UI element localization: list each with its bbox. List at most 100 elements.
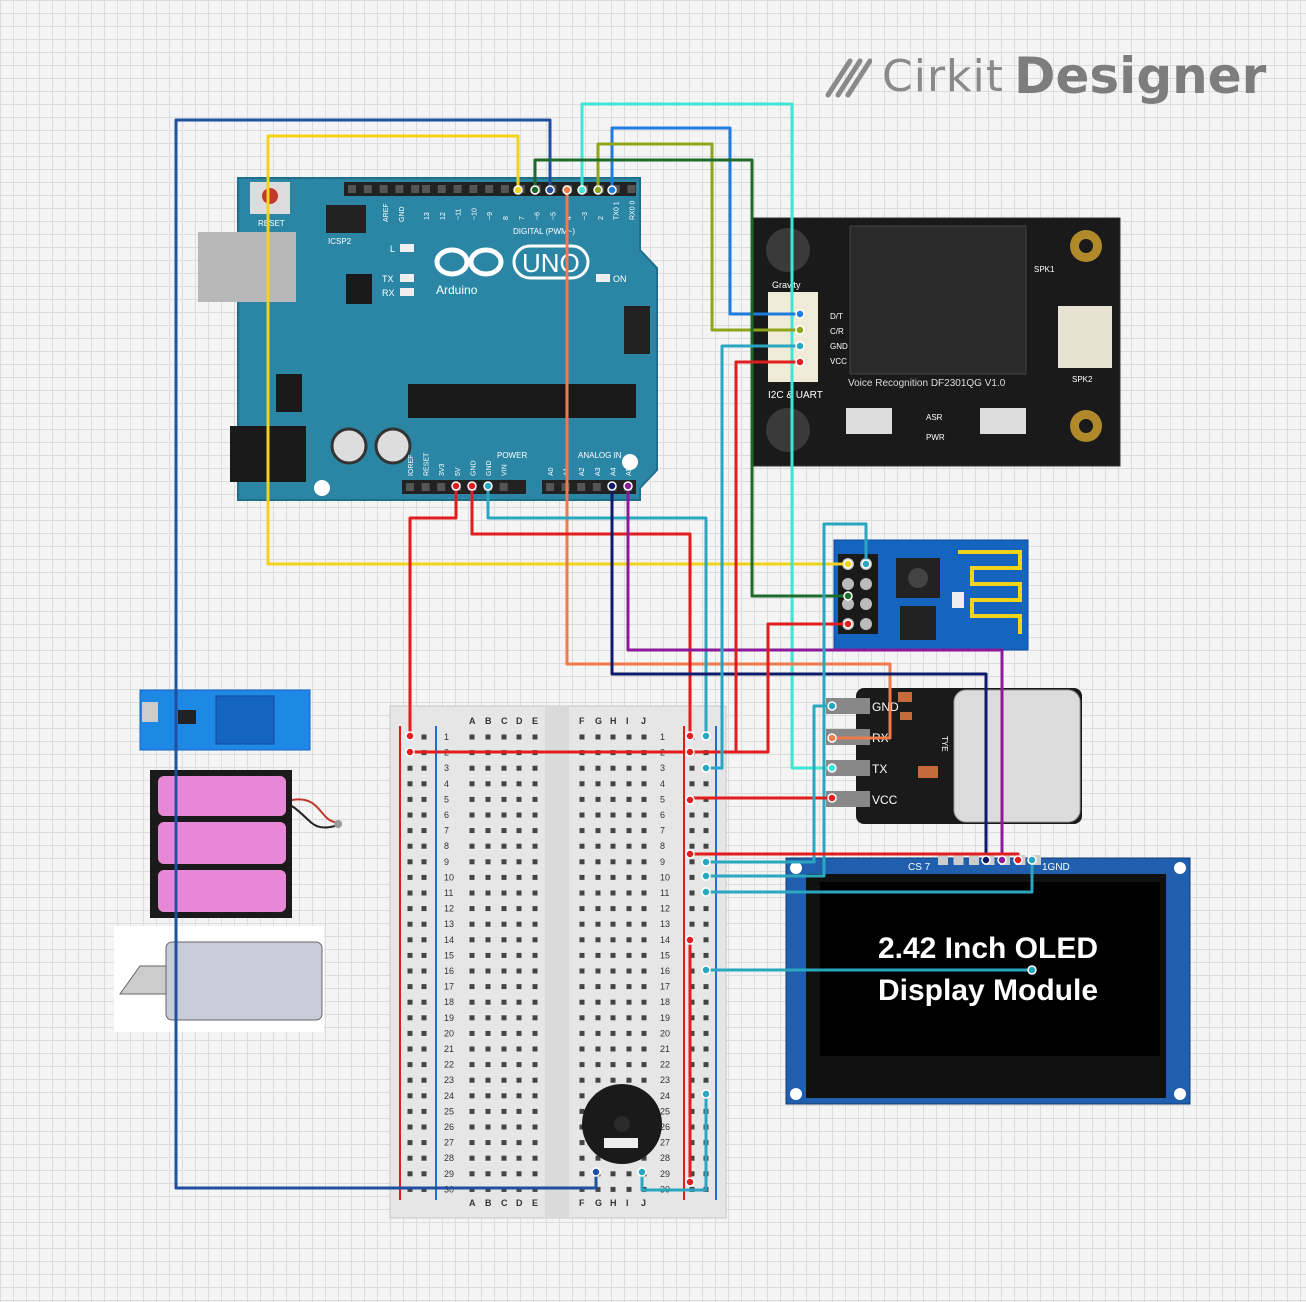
rail-hole[interactable] (421, 1077, 427, 1083)
esp-pin[interactable] (860, 578, 872, 590)
breadboard-hole[interactable] (610, 765, 616, 771)
breadboard-hole[interactable] (532, 859, 538, 865)
wire-endpoint[interactable] (405, 731, 415, 741)
rail-hole[interactable] (689, 1171, 695, 1177)
rail-hole[interactable] (421, 1108, 427, 1114)
breadboard-hole[interactable] (626, 734, 632, 740)
wire-endpoint[interactable] (795, 309, 805, 319)
breadboard-hole[interactable] (641, 1015, 647, 1021)
rail-hole[interactable] (703, 1077, 709, 1083)
breadboard-hole[interactable] (626, 999, 632, 1005)
breadboard-hole[interactable] (485, 906, 491, 912)
breadboard-hole[interactable] (485, 874, 491, 880)
rail-hole[interactable] (407, 952, 413, 958)
wire-endpoint[interactable] (593, 185, 603, 195)
breadboard-hole[interactable] (532, 890, 538, 896)
breadboard-hole[interactable] (516, 890, 522, 896)
rail-hole[interactable] (407, 1030, 413, 1036)
breadboard-hole[interactable] (516, 1155, 522, 1161)
breadboard-hole[interactable] (501, 874, 507, 880)
breadboard-hole[interactable] (610, 968, 616, 974)
rail-hole[interactable] (689, 999, 695, 1005)
wire-endpoint[interactable] (685, 849, 695, 859)
breadboard-hole[interactable] (501, 796, 507, 802)
breadboard-hole[interactable] (516, 734, 522, 740)
rail-hole[interactable] (407, 781, 413, 787)
rail-hole[interactable] (689, 812, 695, 818)
wire-endpoint[interactable] (545, 185, 555, 195)
wire-endpoint[interactable] (701, 965, 711, 975)
breadboard-hole[interactable] (469, 734, 475, 740)
rail-hole[interactable] (421, 1140, 427, 1146)
breadboard-hole[interactable] (532, 999, 538, 1005)
rail-hole[interactable] (407, 890, 413, 896)
breadboard-hole[interactable] (626, 1030, 632, 1036)
breadboard-hole[interactable] (610, 1171, 616, 1177)
breadboard-hole[interactable] (610, 952, 616, 958)
rail-hole[interactable] (689, 906, 695, 912)
wire-endpoint[interactable] (827, 701, 837, 711)
breadboard-hole[interactable] (501, 1015, 507, 1021)
wire-endpoint[interactable] (701, 763, 711, 773)
breadboard-hole[interactable] (532, 796, 538, 802)
breadboard-hole[interactable] (579, 781, 585, 787)
rail-hole[interactable] (407, 812, 413, 818)
breadboard-hole[interactable] (485, 1046, 491, 1052)
breadboard-hole[interactable] (641, 734, 647, 740)
wire-endpoint[interactable] (701, 887, 711, 897)
breadboard-hole[interactable] (485, 1140, 491, 1146)
breadboard-hole[interactable] (516, 952, 522, 958)
breadboard-hole[interactable] (579, 734, 585, 740)
rail-hole[interactable] (703, 1030, 709, 1036)
wire-endpoint[interactable] (1013, 855, 1023, 865)
breadboard-hole[interactable] (579, 1077, 585, 1083)
breadboard-hole[interactable] (610, 874, 616, 880)
analog-pin[interactable] (592, 483, 601, 491)
rail-hole[interactable] (703, 952, 709, 958)
breadboard-hole[interactable] (469, 1124, 475, 1130)
wire-yellow-esp-d7[interactable] (266, 134, 848, 566)
rail-hole[interactable] (421, 874, 427, 880)
breadboard-hole[interactable] (532, 1046, 538, 1052)
rail-hole[interactable] (407, 1155, 413, 1161)
breadboard-hole[interactable] (579, 843, 585, 849)
breadboard-hole[interactable] (595, 984, 601, 990)
rail-hole[interactable] (689, 890, 695, 896)
breadboard-hole[interactable] (610, 1186, 616, 1192)
breadboard-hole[interactable] (501, 765, 507, 771)
breadboard-hole[interactable] (595, 796, 601, 802)
breadboard-hole[interactable] (579, 921, 585, 927)
breadboard-hole[interactable] (641, 999, 647, 1005)
analog-pin[interactable] (577, 483, 586, 491)
breadboard-hole[interactable] (516, 937, 522, 943)
breadboard-hole[interactable] (626, 1077, 632, 1083)
wire-endpoint[interactable] (701, 871, 711, 881)
breadboard-hole[interactable] (485, 1155, 491, 1161)
breadboard-hole[interactable] (579, 1124, 585, 1130)
breadboard-hole[interactable] (469, 999, 475, 1005)
breadboard-hole[interactable] (626, 1186, 632, 1192)
rail-hole[interactable] (689, 1108, 695, 1114)
breadboard-hole[interactable] (485, 812, 491, 818)
breadboard-hole[interactable] (485, 1015, 491, 1021)
digital-pin[interactable] (501, 185, 509, 193)
breadboard-hole[interactable] (641, 968, 647, 974)
wire-endpoint[interactable] (827, 793, 837, 803)
wire-endpoint[interactable] (562, 185, 572, 195)
breadboard-hole[interactable] (610, 921, 616, 927)
breadboard-hole[interactable] (610, 781, 616, 787)
breadboard-hole[interactable] (485, 999, 491, 1005)
breadboard-hole[interactable] (595, 1030, 601, 1036)
rail-hole[interactable] (703, 921, 709, 927)
wire-navy-a4[interactable] (610, 486, 988, 860)
breadboard-hole[interactable] (579, 1030, 585, 1036)
power-pin[interactable] (499, 483, 508, 491)
breadboard-hole[interactable] (485, 1108, 491, 1114)
rail-hole[interactable] (421, 765, 427, 771)
rail-hole[interactable] (703, 781, 709, 787)
breadboard-hole[interactable] (641, 828, 647, 834)
breadboard-hole[interactable] (485, 984, 491, 990)
wire-endpoint[interactable] (981, 855, 991, 865)
rail-hole[interactable] (689, 781, 695, 787)
